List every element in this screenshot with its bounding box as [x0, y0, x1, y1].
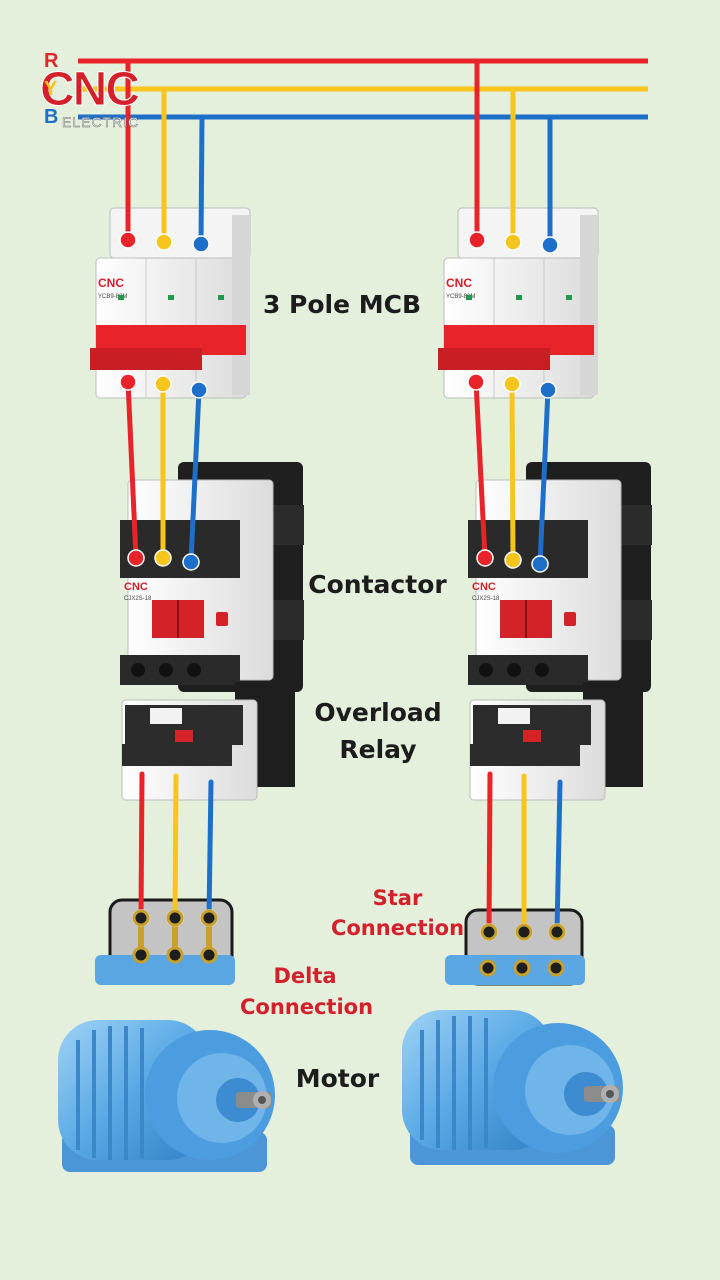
mcb-output-left-y: [154, 375, 172, 393]
bus-bars: [78, 58, 648, 120]
terminal-left-y-0: [155, 233, 173, 251]
right-branch: CNC YCB9-80M CNC CJX2S-18: [402, 207, 652, 1165]
motor-right: [402, 955, 623, 1165]
terminal-right-r-0: [468, 231, 486, 249]
wire-right-y-1: [509, 381, 516, 563]
mcb-output-right-r: [467, 373, 485, 391]
mcb-left-model: YCB9-80M: [98, 294, 127, 300]
mcb-right-brand: CNC: [446, 276, 472, 290]
contactor-left-model: CJX2S-18: [124, 596, 152, 602]
motor-input-stud-0: [132, 909, 150, 927]
wire-right-r-2: [486, 771, 493, 935]
overload-relay-left: [121, 682, 295, 801]
label-motor: Motor: [295, 1064, 380, 1093]
mcb-output-left-b: [190, 381, 208, 399]
contactor-left-brand: CNC: [124, 581, 148, 593]
wire-left-y-2: [172, 773, 179, 921]
logo-brand: CNC: [40, 63, 141, 116]
wire-right-b-1: [537, 387, 551, 567]
motor-stud-0: [132, 946, 150, 964]
motor-stud-3: [479, 959, 497, 977]
label-delta-2: Connection: [240, 995, 374, 1019]
mcb-output-right-b: [539, 381, 557, 399]
logo-sub: ELECTRIC: [62, 114, 140, 131]
logo: CNC ELECTRIC: [40, 63, 175, 134]
terminal-left-y-1: [154, 549, 172, 567]
mcb-right-model: YCB9-80M: [446, 294, 475, 300]
phase-label-r: R: [44, 50, 59, 72]
phase-wires: [125, 58, 563, 935]
terminal-right-y-0: [504, 233, 522, 251]
terminals: [119, 231, 566, 977]
motor-stud-4: [513, 959, 531, 977]
mcb-output-left-r: [119, 373, 137, 391]
label-mcb: 3 Pole MCB: [262, 290, 422, 319]
terminal-left-b-0: [192, 235, 210, 253]
label-contactor: Contactor: [308, 570, 447, 599]
label-overload-2: Relay: [339, 735, 417, 764]
mcb-left: CNC YCB9-80M: [90, 207, 251, 399]
phase-label-y: Y: [44, 78, 58, 100]
contactor-right-model: CJX2S-18: [472, 596, 500, 602]
wire-right-r-1: [473, 379, 488, 561]
motor-input-stud-4: [515, 923, 533, 941]
terminal-right-y-1: [504, 551, 522, 569]
label-delta-1: Delta: [273, 964, 337, 988]
motor-input-stud-2: [200, 909, 218, 927]
label-star-1: Star: [372, 886, 423, 910]
terminal-left-r-0: [119, 231, 137, 249]
label-overload-1: Overload: [314, 698, 442, 727]
motor-input-stud-5: [548, 923, 566, 941]
terminal-right-b-1: [531, 555, 549, 573]
overload-relay-right: [469, 682, 643, 801]
terminal-right-r-1: [476, 549, 494, 567]
wire-left-b-1: [188, 387, 202, 565]
motor-left: [58, 955, 275, 1172]
terminal-right-b-0: [541, 236, 559, 254]
terminal-left-r-1: [127, 549, 145, 567]
mcb-output-right-y: [503, 375, 521, 393]
contactor-right: CNC CJX2S-18: [468, 462, 652, 692]
motor-stud-2: [200, 946, 218, 964]
mcb-right: CNC YCB9-80M: [438, 207, 599, 399]
left-branch: CNC YCB9-80M CNC CJ: [58, 207, 304, 1172]
terminal-left-b-1: [182, 553, 200, 571]
wire-left-b-2: [206, 779, 214, 921]
motor-input-stud-1: [166, 909, 184, 927]
mcb-left-brand: CNC: [98, 276, 124, 290]
contactor-right-brand: CNC: [472, 581, 496, 593]
wire-left-r-2: [138, 771, 145, 921]
contactor-left: CNC CJX2S-18: [120, 462, 304, 692]
label-star-2: Connection: [330, 916, 465, 940]
phase-label-b: B: [44, 106, 59, 128]
wire-left-r-1: [125, 379, 139, 561]
motor-stud-5: [547, 959, 565, 977]
wire-right-b-2: [554, 779, 563, 935]
motor-stud-1: [166, 946, 184, 964]
motor-input-stud-3: [480, 923, 498, 941]
wire-left-b-0: [198, 114, 205, 247]
